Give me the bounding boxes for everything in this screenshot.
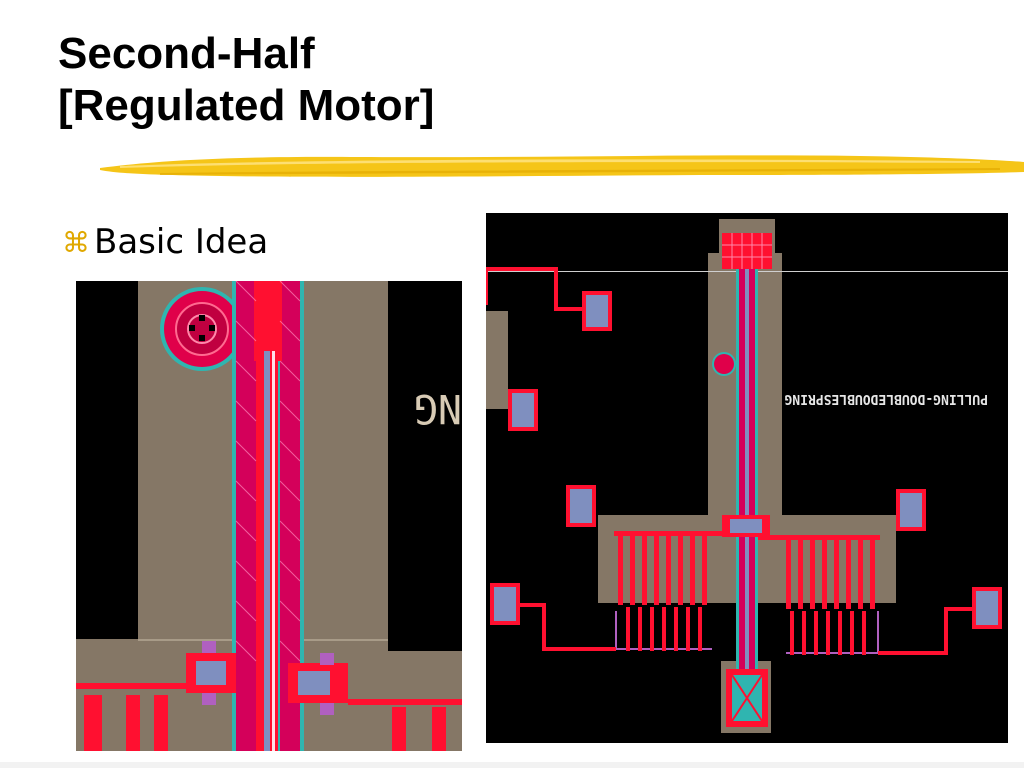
layout-zoom-image: NG [76,281,462,751]
slide-title-line-1: Second-Half [58,29,315,78]
bullet-text: Basic Idea [94,222,269,262]
title-underline-brush [100,155,1024,177]
bullet-item: ⌘ Basic Idea [62,222,268,262]
layout-label-text: PULLING-DOUBLEDOUBLESPRING [784,391,988,406]
command-icon: ⌘ [62,225,90,259]
layout-zoom-drawing: NG [76,281,462,751]
layout-full-image: PULLING-DOUBLEDOUBLESPRING [486,213,1008,743]
layout-text-fragment: NG [414,385,462,431]
slide-bottom-line [0,762,1024,768]
contact-pads [490,291,1002,629]
layout-full-drawing: PULLING-DOUBLEDOUBLESPRING [486,219,1008,733]
slide-title-line-2: [Regulated Motor] [58,81,435,130]
slide-title: Second-Half [Regulated Motor] [58,28,434,132]
